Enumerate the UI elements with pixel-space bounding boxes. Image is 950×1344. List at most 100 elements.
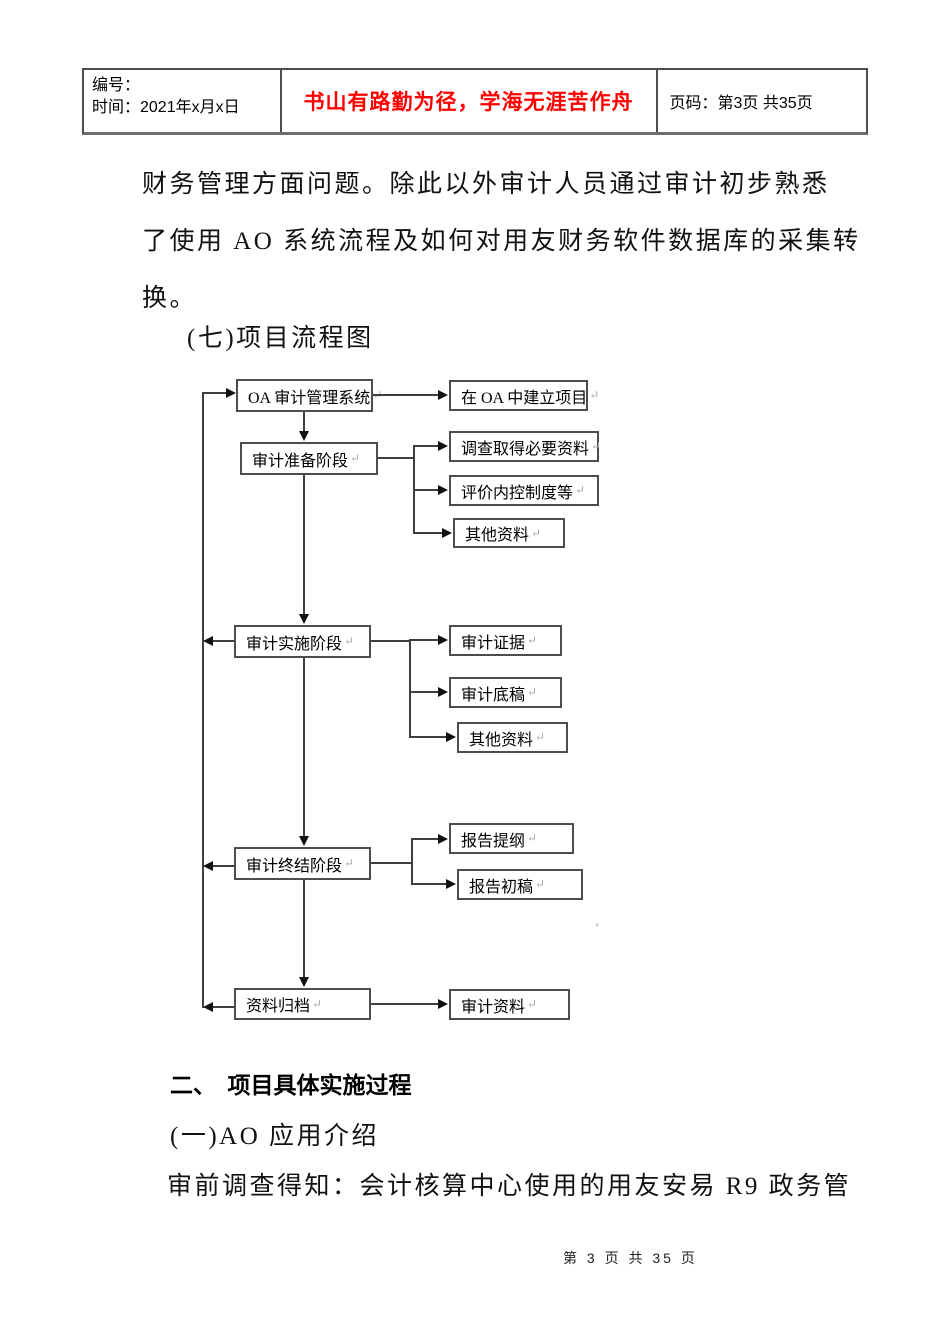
arrowhead-into-impl-stage	[299, 614, 309, 624]
return-mark-icon: ↵	[589, 388, 600, 402]
connector-concl-down	[303, 880, 305, 978]
header-page-cell: 页码：第3页 共35页	[655, 70, 866, 132]
connector-prep-branch-stem	[378, 457, 415, 459]
arrowhead-archive-to-feedback-line	[203, 1002, 213, 1012]
footer-page-number: 第 3 页 共 35 页	[563, 1250, 698, 1266]
flow-box-audit-material: 审计资料↵	[449, 989, 570, 1020]
section7-title: (七)项目流程图	[187, 325, 374, 352]
arrowhead-into-report-outline	[438, 834, 448, 844]
connector-impl-branch-stem	[371, 640, 410, 642]
flow-box-label: 审计证据	[461, 634, 526, 652]
flow-box-label: 调查取得必要资料	[461, 440, 590, 458]
connector-feedback-vertical	[202, 392, 204, 1008]
arrowhead-into-prep-stage	[299, 431, 309, 441]
paragraph-line: 了使用 AO 系统流程及如何对用友财务软件数据库的采集转	[142, 228, 861, 255]
flow-box-label: 审计底稿	[461, 686, 526, 704]
arrowhead-into-evaluate-control	[438, 485, 448, 495]
header-number-label: 编号：	[92, 77, 141, 94]
flow-box-create-project: 在 OA 中建立项目↵	[449, 380, 599, 411]
return-mark-icon: ↵	[531, 525, 542, 540]
flow-box-impl-stage: 审计实施阶段↵	[234, 625, 371, 658]
flow-box-oa-system: OA 审计管理系统↵	[236, 379, 382, 412]
connector-prep-down	[303, 475, 305, 615]
arrowhead-into-other-material-impl	[446, 732, 456, 742]
arrowhead-into-audit-evidence	[438, 635, 448, 645]
flow-box-label: OA 审计管理系统	[248, 389, 371, 407]
return-mark-icon: ↵	[527, 831, 538, 845]
flow-box-label: 评价内控制度等	[461, 484, 574, 502]
arrowhead-into-audit-draft	[438, 687, 448, 697]
section1-title: (一)AO 应用介绍	[170, 1123, 380, 1150]
stray-mark: ’	[595, 920, 600, 935]
connector-impl-branch-vertical	[409, 639, 411, 738]
return-mark-icon: ↵	[591, 439, 602, 453]
arrowhead-into-report-first-draft	[446, 879, 456, 889]
arrowhead-impl-to-feedback-line	[203, 636, 213, 646]
return-mark-icon: ↵	[527, 997, 538, 1011]
connector-prep-branch-3	[413, 532, 443, 534]
flow-box-evaluate-control: 评价内控制度等↵	[449, 475, 599, 506]
flow-box-report-outline: 报告提纲↵	[449, 823, 574, 854]
connector-oa-down	[303, 412, 305, 433]
connector-impl-feedback	[212, 640, 234, 642]
header-motto-cell: 书山有路勤为径，学海无涯苦作舟	[282, 70, 656, 132]
connector-impl-branch-3	[409, 736, 447, 738]
return-mark-icon: ↵	[350, 451, 361, 465]
return-mark-icon: ↵	[535, 877, 546, 891]
header-motto: 书山有路勤为径，学海无涯苦作舟	[303, 91, 634, 114]
flow-box-label: 资料归档	[246, 998, 311, 1015]
flow-box-label: 在 OA 中建立项目	[461, 389, 588, 407]
arrowhead-into-archive-stage	[299, 977, 309, 987]
paragraph-line: 换。	[142, 285, 198, 312]
flow-box-audit-draft: 审计底稿↵	[449, 677, 562, 708]
arrowhead-into-concl-stage	[299, 836, 309, 846]
flow-box-label: 其他资料	[469, 731, 534, 749]
arrowhead-into-survey-material	[438, 441, 448, 451]
return-mark-icon: ↵	[527, 685, 538, 699]
connector-concl-branch-stem	[371, 862, 413, 864]
header-date-label: 时间：2021年x月x日	[92, 99, 240, 116]
connector-impl-down	[303, 658, 305, 837]
connector-prep-branch-2	[413, 489, 439, 491]
paragraph-line: 财务管理方面问题。除此以外审计人员通过审计初步熟悉	[142, 171, 830, 198]
flow-box-label: 审计资料	[461, 998, 526, 1016]
connector-concl-feedback	[212, 865, 234, 867]
flow-box-survey-material: 调查取得必要资料↵	[449, 431, 602, 462]
paragraph-line: 审前调查得知：会计核算中心使用的用友安易 R9 政务管	[167, 1173, 852, 1200]
connector-impl-branch-2	[409, 691, 439, 693]
flow-box-label: 报告初稿	[469, 878, 534, 896]
return-mark-icon: ↵	[527, 633, 538, 647]
flow-box-other-material-impl: 其他资料↵	[457, 722, 568, 753]
flow-box-label: 审计终结阶段	[246, 857, 343, 875]
flow-box-label: 审计准备阶段	[252, 452, 349, 470]
connector-prep-branch-1	[413, 445, 439, 447]
header-page-label: 页码：第3页 共35页	[669, 95, 813, 112]
arrowhead-into-create-project	[438, 390, 448, 400]
return-mark-icon: ↵	[344, 634, 355, 648]
header-number-date-cell: 编号： 时间：2021年x月x日	[84, 70, 282, 132]
arrowhead-into-other-material-prep	[442, 528, 452, 538]
return-mark-icon: ↵	[535, 730, 546, 744]
connector-oa-to-create	[373, 394, 439, 396]
connector-concl-branch-2	[411, 883, 447, 885]
flow-box-label: 其他资料	[465, 527, 530, 544]
connector-impl-branch-1	[409, 639, 439, 641]
flow-box-archive-stage: 资料归档↵	[234, 988, 371, 1020]
return-mark-icon: ↵	[344, 856, 355, 870]
arrowhead-into-oa-system	[226, 388, 236, 398]
flow-box-other-material-prep: 其他资料↵	[453, 518, 565, 548]
flow-box-audit-evidence: 审计证据↵	[449, 625, 562, 656]
return-mark-icon: ↵	[575, 483, 586, 497]
connector-concl-branch-vertical	[411, 838, 413, 885]
connector-feedback-top	[202, 392, 227, 394]
flow-box-label: 报告提纲	[461, 832, 526, 850]
connector-archive-feedback	[212, 1006, 234, 1008]
flow-box-label: 审计实施阶段	[246, 635, 343, 653]
header-table: 编号： 时间：2021年x月x日 书山有路勤为径，学海无涯苦作舟 页码：第3页 …	[82, 68, 868, 135]
connector-concl-branch-1	[411, 838, 439, 840]
heading-section-2: 二、 项目具体实施过程	[170, 1072, 412, 1098]
flow-box-prep-stage: 审计准备阶段↵	[240, 442, 378, 475]
arrowhead-into-audit-material	[438, 999, 448, 1009]
connector-archive-to-material	[371, 1003, 440, 1005]
